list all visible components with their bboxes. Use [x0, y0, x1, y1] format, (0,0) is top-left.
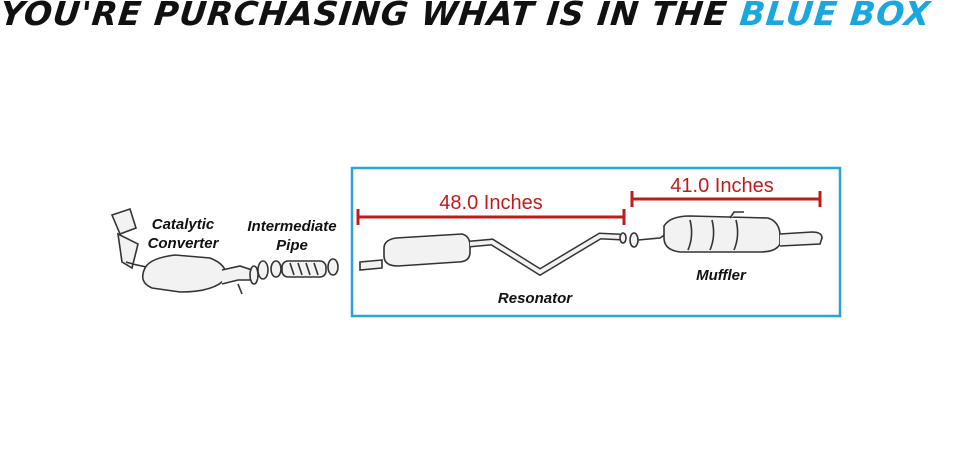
muffler-measurement: 41.0 Inches [670, 175, 773, 197]
muffler-part [629, 211, 823, 253]
muffler-label: Muffler [696, 267, 747, 284]
resonator-part [359, 232, 627, 277]
dimension-48 [356, 209, 626, 225]
resonator-measurement: 48.0 Inches [439, 192, 542, 214]
resonator-label: Resonator [498, 290, 573, 307]
intermediate-pipe-part [270, 258, 339, 278]
intermediate-label-line2: Pipe [276, 237, 308, 254]
dimension-41 [630, 191, 822, 207]
catalytic-converter-part [110, 207, 269, 295]
catalytic-label-line2: Converter [148, 235, 220, 252]
blue-box [350, 166, 842, 318]
catalytic-label-line1: Catalytic [152, 216, 215, 233]
intermediate-label-line1: Intermediate [247, 218, 336, 235]
